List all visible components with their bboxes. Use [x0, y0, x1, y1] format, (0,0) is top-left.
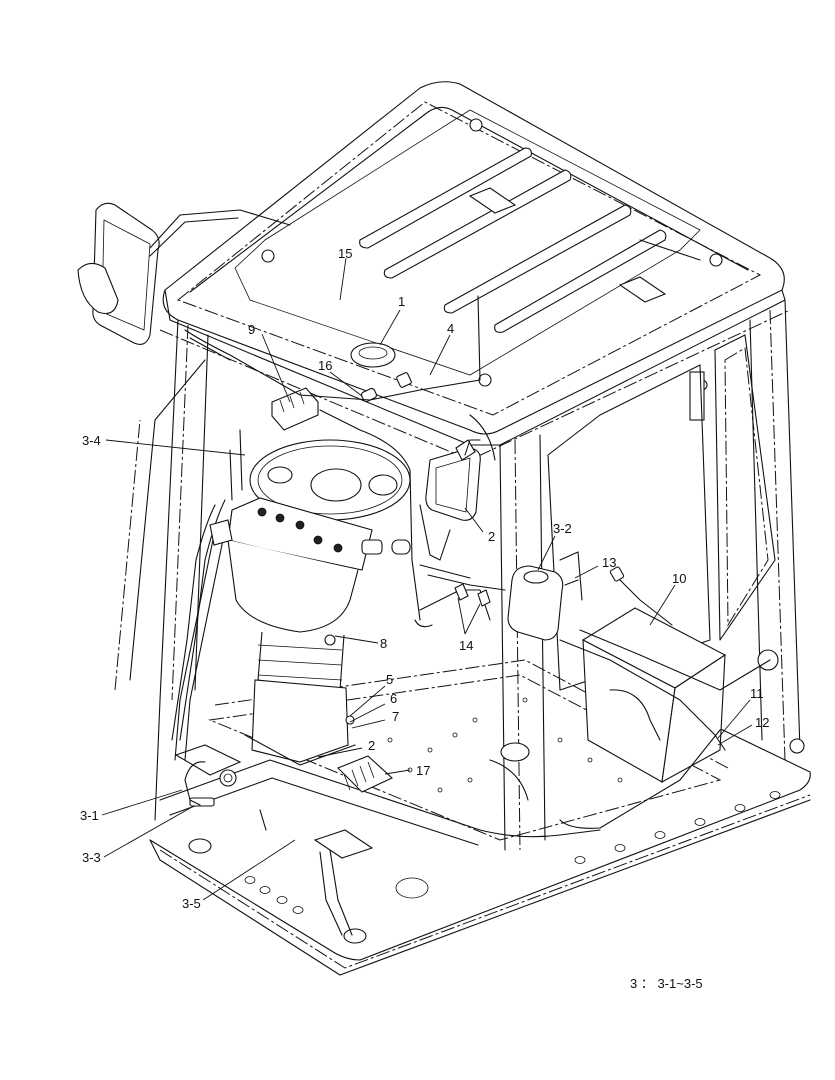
- callout-16: 16: [318, 358, 332, 373]
- callout-8: 8: [380, 636, 387, 651]
- callout-11: 11: [750, 686, 764, 701]
- callout-2-lamp: 2: [488, 529, 495, 544]
- callout-5: 5: [386, 672, 393, 687]
- cab-roof: [159, 81, 791, 461]
- wiper: [174, 519, 233, 761]
- callout-3-4: 3-4: [82, 433, 101, 448]
- wiring-harness: [184, 239, 771, 936]
- callout-4: 4: [447, 321, 454, 336]
- callout-2-floor: 2: [368, 738, 375, 753]
- work-lamp: [419, 439, 481, 561]
- steering-column: [227, 439, 411, 766]
- controller-box: [581, 607, 727, 784]
- relay-block: [271, 387, 319, 431]
- washer-tank: [507, 551, 583, 641]
- lower-harness: [171, 499, 242, 807]
- side-mirror: [77, 202, 291, 345]
- dome-light: [350, 342, 396, 368]
- callout-3-5: 3-5: [182, 896, 201, 911]
- callout-12: 12: [755, 715, 769, 730]
- callout-labels: 1 2 2 3-1 3-2 3-3 3-4 3-5 4 5 6 7 8 9 10…: [80, 246, 769, 911]
- callout-15: 15: [338, 246, 352, 261]
- callout-14: 14: [459, 638, 473, 653]
- callout-9: 9: [248, 322, 255, 337]
- fuse-box: [337, 755, 393, 793]
- callout-3-3: 3-3: [82, 850, 101, 865]
- callout-10: 10: [672, 571, 686, 586]
- callout-3-1: 3-1: [80, 808, 99, 823]
- callout-13: 13: [602, 555, 616, 570]
- callout-7: 7: [392, 709, 399, 724]
- cab-frame: [114, 299, 801, 851]
- callout-1: 1: [398, 294, 405, 309]
- callout-6: 6: [390, 691, 397, 706]
- callout-3-2: 3-2: [553, 521, 572, 536]
- assembly-note: 3 ： 3-1~3-5: [630, 976, 703, 991]
- callout-17: 17: [416, 763, 430, 778]
- leader-lines: [101, 257, 753, 901]
